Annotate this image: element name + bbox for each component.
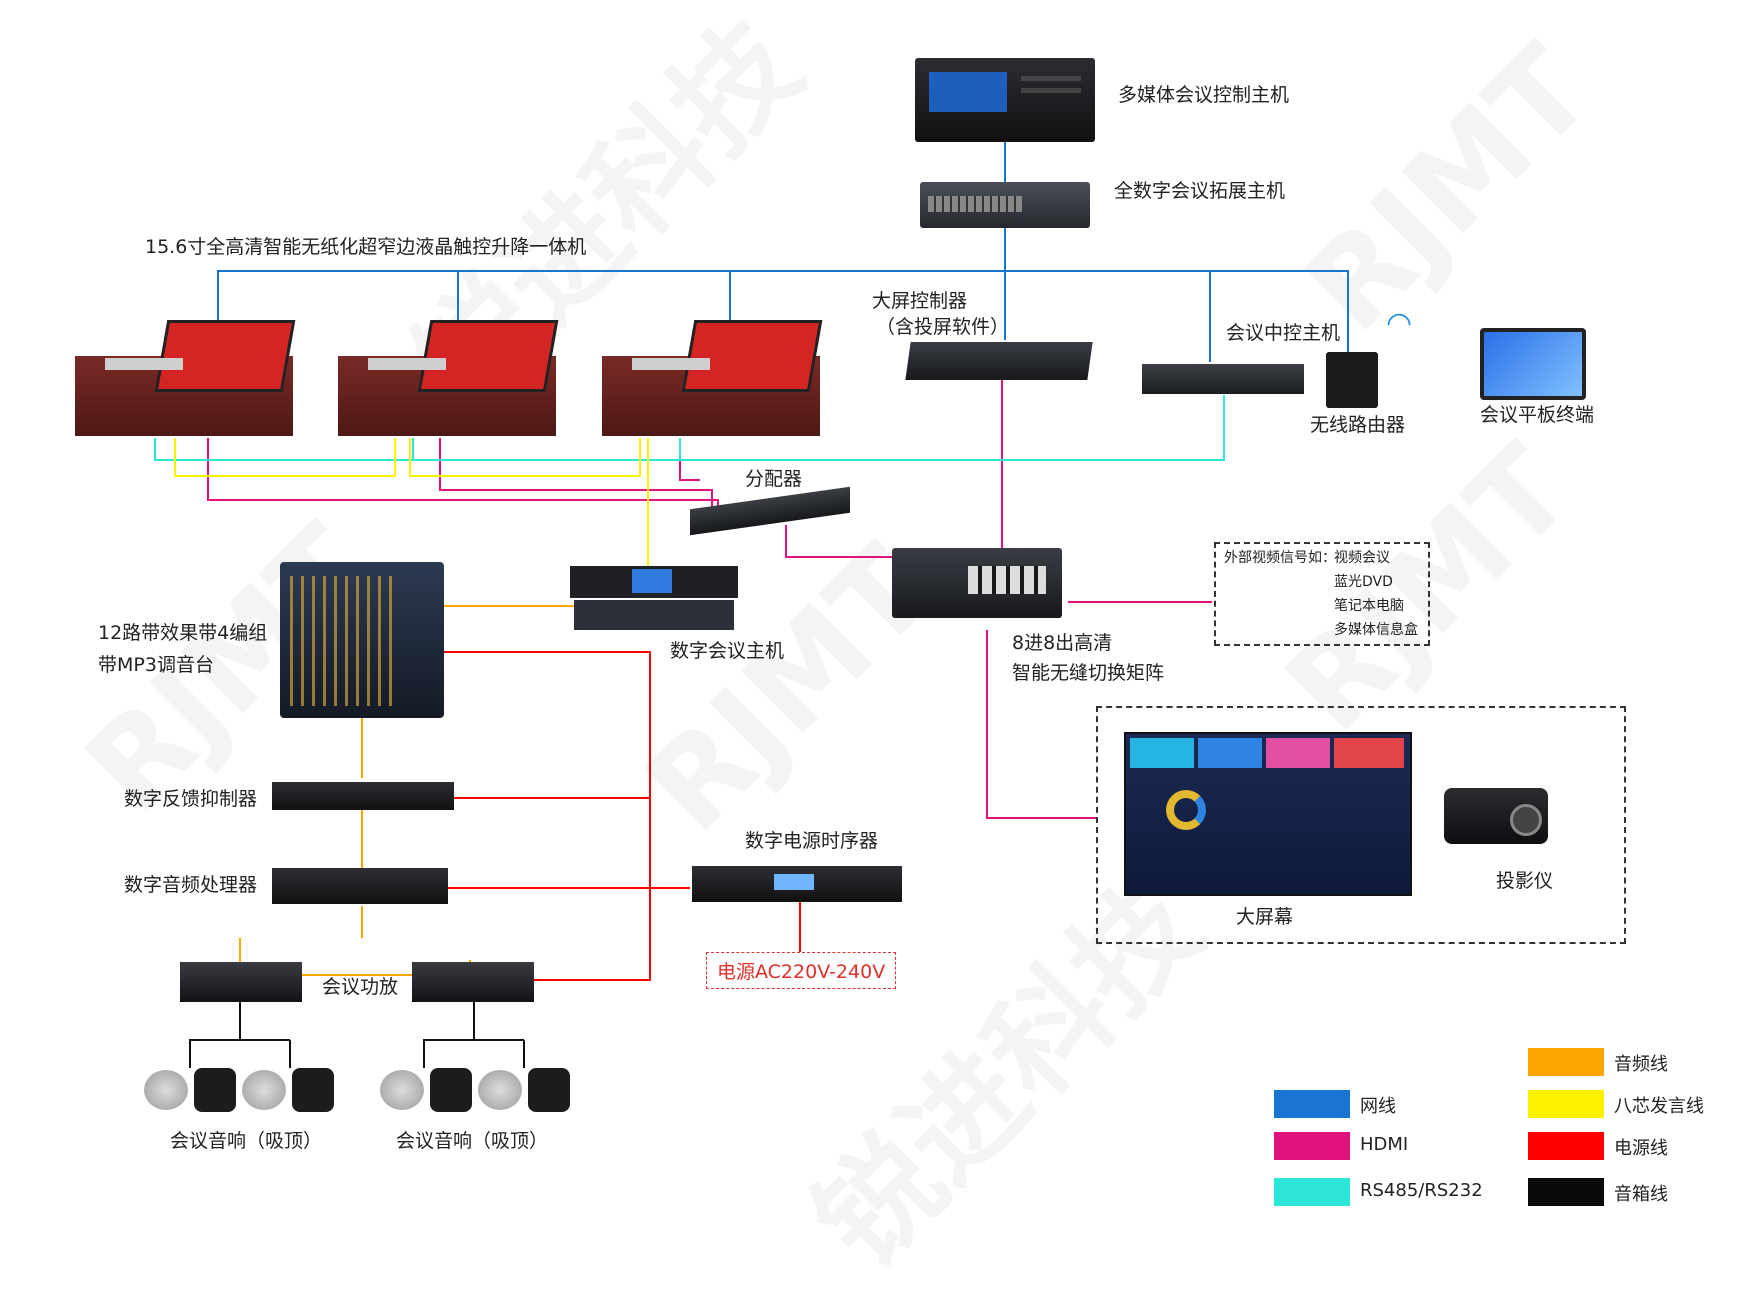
power-lines xyxy=(444,651,801,981)
external-signal-item: 多媒体信息盒 xyxy=(1334,622,1418,638)
mixer-label: 12路带效果带4编组 xyxy=(98,622,268,644)
power-sequencer-device xyxy=(692,866,902,902)
matrix-label: 8进8出高清 xyxy=(1012,632,1113,654)
system-diagram: 锐进科技 RJMT RJMT RJMT RJMT 锐进科技 xyxy=(60,0,1704,1294)
legend-label: RS485/RS232 xyxy=(1360,1180,1483,1201)
network-lines xyxy=(217,130,1349,362)
connection-lines xyxy=(154,130,1349,1068)
screen-controller-sublabel: （含投屏软件） xyxy=(876,316,1010,338)
tablet-device xyxy=(1480,328,1586,400)
external-signal-item: 视频会议 xyxy=(1334,550,1390,566)
legend-swatch-speech xyxy=(1528,1090,1604,1118)
legend-label: 电源线 xyxy=(1614,1138,1668,1159)
expansion-host-label: 全数字会议拓展主机 xyxy=(1114,180,1286,202)
speaker-icon xyxy=(194,1068,236,1112)
legend-label: 音频线 xyxy=(1614,1054,1668,1075)
speaker-icon xyxy=(528,1068,570,1112)
terminal-unit xyxy=(602,320,823,436)
speaker-left-label: 会议音响（吸顶） xyxy=(170,1130,323,1152)
speaker-icon xyxy=(144,1070,188,1110)
amplifier-label: 会议功放 xyxy=(322,976,399,998)
terminal-unit xyxy=(75,320,296,436)
external-signals-title: 外部视频信号如： xyxy=(1224,550,1336,566)
splitter-label: 分配器 xyxy=(745,468,803,490)
conference-host-device-back xyxy=(574,600,734,630)
mixer-device xyxy=(280,562,444,718)
display-area-box: 大屏幕 投影仪 xyxy=(1096,706,1626,944)
speaker-icon xyxy=(292,1068,334,1112)
legend-label: HDMI xyxy=(1360,1134,1409,1155)
speaker-icon xyxy=(380,1070,424,1110)
wireless-router-device xyxy=(1326,352,1378,408)
feedback-suppressor-device xyxy=(272,782,454,810)
matrix-sublabel: 智能无缝切换矩阵 xyxy=(1012,662,1165,684)
central-control-device xyxy=(1142,364,1304,394)
legend-label: 音箱线 xyxy=(1614,1184,1668,1205)
wifi-icon: ◠ xyxy=(1386,306,1413,341)
speaker-icon xyxy=(242,1070,286,1110)
rs485-lines xyxy=(154,395,1225,461)
audio-processor-device xyxy=(272,868,448,904)
legend-swatch-hdmi xyxy=(1274,1132,1350,1160)
legend-label: 网线 xyxy=(1360,1096,1396,1117)
speech-lines xyxy=(174,438,649,568)
mixer-sublabel: 带MP3调音台 xyxy=(98,654,214,676)
screen-controller-label: 大屏控制器 xyxy=(872,290,968,312)
legend-swatch-power xyxy=(1528,1132,1604,1160)
speaker-lines xyxy=(189,1000,525,1068)
terminal-unit xyxy=(338,320,559,436)
legend-swatch-speaker xyxy=(1528,1178,1604,1206)
big-screen-device xyxy=(1124,732,1412,896)
power-supply-box: 电源AC220V-240V xyxy=(706,952,897,989)
audio-processor-label: 数字音频处理器 xyxy=(124,874,258,896)
screen-controller-device xyxy=(905,342,1093,380)
speaker-icon xyxy=(430,1068,472,1112)
external-signal-item: 蓝光DVD xyxy=(1334,574,1393,590)
legend-swatch-network xyxy=(1274,1090,1350,1118)
control-host-device xyxy=(915,58,1095,142)
conference-host-label: 数字会议主机 xyxy=(670,640,785,662)
speaker-icon xyxy=(478,1070,522,1110)
expansion-host-device xyxy=(920,182,1090,228)
conference-host-device xyxy=(570,566,738,598)
external-signal-item: 笔记本电脑 xyxy=(1334,598,1404,614)
legend-swatch-audio xyxy=(1528,1048,1604,1076)
terminal-title: 15.6寸全高清智能无纸化超窄边液晶触控升降一体机 xyxy=(145,236,587,258)
big-screen-label: 大屏幕 xyxy=(1236,906,1294,928)
feedback-suppressor-label: 数字反馈抑制器 xyxy=(124,788,258,810)
speaker-right-label: 会议音响（吸顶） xyxy=(396,1130,549,1152)
amplifier-device xyxy=(412,962,534,1002)
projector-device xyxy=(1444,788,1548,844)
central-control-label: 会议中控主机 xyxy=(1226,322,1341,344)
tablet-label: 会议平板终端 xyxy=(1480,404,1595,426)
power-sequencer-label: 数字电源时序器 xyxy=(745,830,879,852)
legend-label: 八芯发言线 xyxy=(1614,1096,1704,1117)
amplifier-device xyxy=(180,962,302,1002)
projector-label: 投影仪 xyxy=(1496,870,1554,892)
control-host-label: 多媒体会议控制主机 xyxy=(1118,84,1290,106)
legend-swatch-rs485 xyxy=(1274,1178,1350,1206)
matrix-device xyxy=(892,548,1062,618)
external-signals-box: 外部视频信号如： 视频会议 蓝光DVD 笔记本电脑 多媒体信息盒 xyxy=(1214,542,1430,646)
wireless-router-label: 无线路由器 xyxy=(1310,414,1406,436)
